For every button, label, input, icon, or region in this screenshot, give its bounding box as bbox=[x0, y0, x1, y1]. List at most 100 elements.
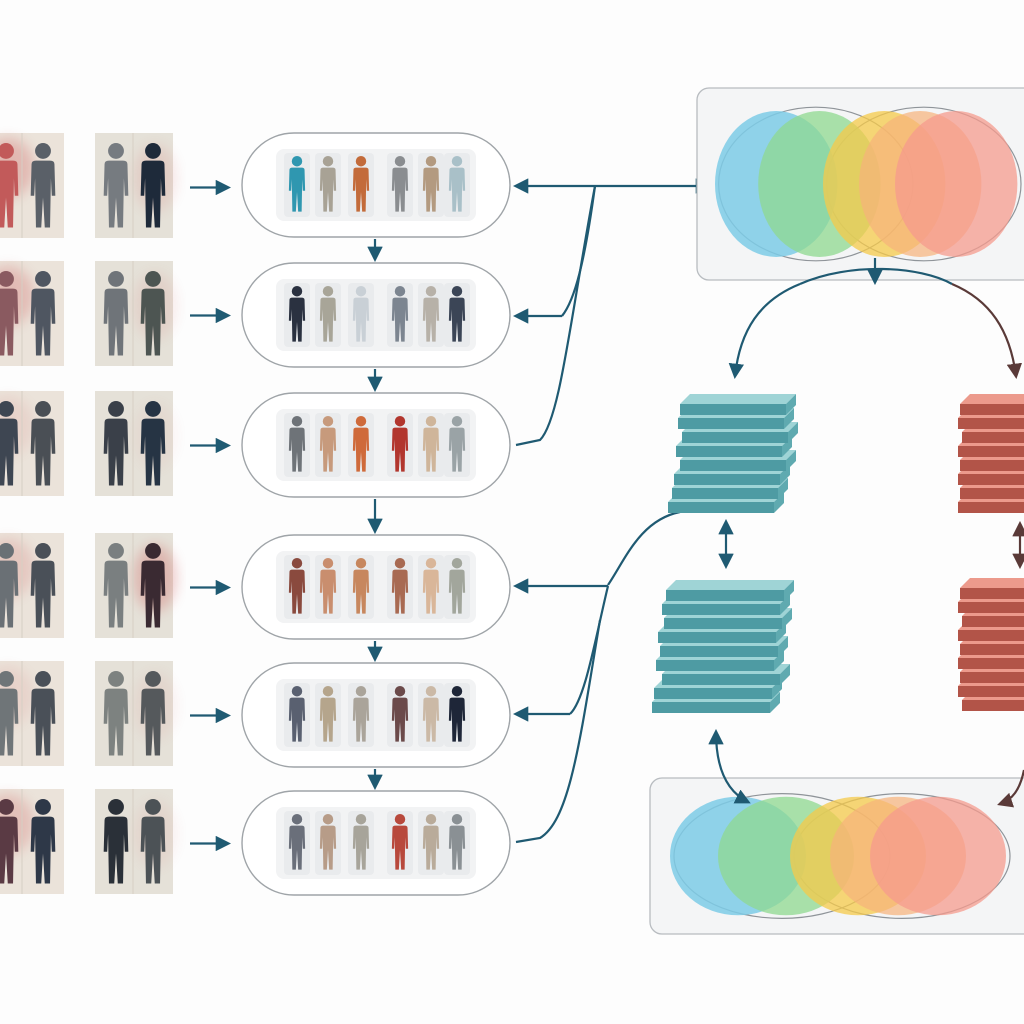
person-icon bbox=[288, 558, 306, 614]
person-icon bbox=[288, 686, 306, 742]
person-head bbox=[35, 543, 51, 559]
person-icon bbox=[391, 686, 409, 742]
person-icon bbox=[0, 671, 19, 756]
person-body bbox=[391, 427, 409, 472]
person-body bbox=[0, 688, 19, 756]
layer-front bbox=[960, 488, 1024, 499]
layer-front bbox=[960, 644, 1024, 655]
person-body bbox=[0, 560, 19, 628]
person-body bbox=[140, 418, 166, 486]
layer-front bbox=[678, 418, 784, 429]
red-to-venn-arrow bbox=[997, 769, 1024, 808]
person-icon bbox=[140, 543, 166, 628]
input-card bbox=[0, 261, 64, 366]
layer-front bbox=[656, 660, 774, 671]
person-icon bbox=[103, 143, 129, 228]
arrow-to-teal-stack bbox=[728, 282, 801, 380]
person-head bbox=[425, 814, 437, 825]
layer-front bbox=[666, 590, 784, 601]
person-icon bbox=[448, 156, 466, 212]
person-body bbox=[0, 816, 19, 884]
layer-side bbox=[784, 580, 794, 601]
layer-side bbox=[770, 692, 780, 713]
person-body bbox=[30, 288, 56, 356]
person-head bbox=[322, 814, 334, 825]
person-head bbox=[0, 543, 14, 559]
input-row bbox=[0, 661, 232, 766]
person-icon bbox=[352, 156, 370, 212]
layer-top bbox=[666, 580, 794, 590]
layer-front bbox=[658, 632, 776, 643]
layer-front bbox=[674, 474, 780, 485]
layer-front bbox=[662, 674, 780, 685]
person-icon bbox=[319, 686, 337, 742]
layer-side bbox=[774, 492, 784, 513]
person-icon bbox=[103, 401, 129, 486]
person-head bbox=[425, 156, 437, 167]
person-body bbox=[448, 167, 466, 212]
person-head bbox=[394, 558, 406, 569]
person-icon bbox=[103, 271, 129, 356]
person-head bbox=[0, 143, 14, 159]
person-body bbox=[352, 697, 370, 742]
person-icon bbox=[422, 156, 440, 212]
person-head bbox=[394, 416, 406, 427]
layer-front bbox=[682, 432, 788, 443]
person-head bbox=[322, 558, 334, 569]
input-card bbox=[95, 133, 177, 238]
venn-bottom bbox=[649, 777, 1024, 935]
layer-front bbox=[958, 418, 1024, 429]
person-icon bbox=[422, 286, 440, 342]
person-head bbox=[35, 401, 51, 417]
input-row bbox=[0, 533, 232, 638]
person-body bbox=[30, 688, 56, 756]
input-card bbox=[0, 533, 64, 638]
person-head bbox=[145, 143, 161, 159]
person-icon bbox=[30, 671, 56, 756]
person-body bbox=[391, 825, 409, 870]
person-body bbox=[391, 569, 409, 614]
group-pill bbox=[241, 662, 511, 768]
person-body bbox=[140, 288, 166, 356]
person-body bbox=[140, 816, 166, 884]
person-icon bbox=[319, 416, 337, 472]
person-head bbox=[145, 543, 161, 559]
person-icon bbox=[319, 286, 337, 342]
person-body bbox=[288, 569, 306, 614]
input-card bbox=[95, 391, 177, 496]
person-icon bbox=[288, 416, 306, 472]
layer-front bbox=[962, 616, 1024, 627]
person-head bbox=[394, 156, 406, 167]
person-head bbox=[355, 558, 367, 569]
person-head bbox=[291, 558, 303, 569]
person-icon bbox=[0, 799, 19, 884]
person-icon bbox=[319, 156, 337, 212]
teal-stack-upper bbox=[668, 394, 798, 513]
person-body bbox=[448, 825, 466, 870]
input-row bbox=[0, 133, 232, 238]
person-body bbox=[288, 427, 306, 472]
layer-front bbox=[662, 604, 780, 615]
layer-front bbox=[958, 602, 1024, 613]
layer-front bbox=[958, 686, 1024, 697]
person-icon bbox=[391, 558, 409, 614]
layer-front bbox=[676, 446, 782, 457]
person-head bbox=[425, 416, 437, 427]
person-body bbox=[30, 160, 56, 228]
person-icon bbox=[0, 543, 19, 628]
person-head bbox=[145, 671, 161, 687]
person-body bbox=[422, 167, 440, 212]
layer-side bbox=[780, 594, 790, 615]
person-body bbox=[422, 427, 440, 472]
person-icon bbox=[448, 286, 466, 342]
person-head bbox=[291, 416, 303, 427]
person-icon bbox=[103, 799, 129, 884]
input-card bbox=[95, 261, 177, 366]
layer-top bbox=[960, 394, 1024, 404]
person-icon bbox=[391, 156, 409, 212]
person-head bbox=[145, 799, 161, 815]
person-head bbox=[291, 686, 303, 697]
layer-top bbox=[680, 394, 796, 404]
person-body bbox=[288, 697, 306, 742]
